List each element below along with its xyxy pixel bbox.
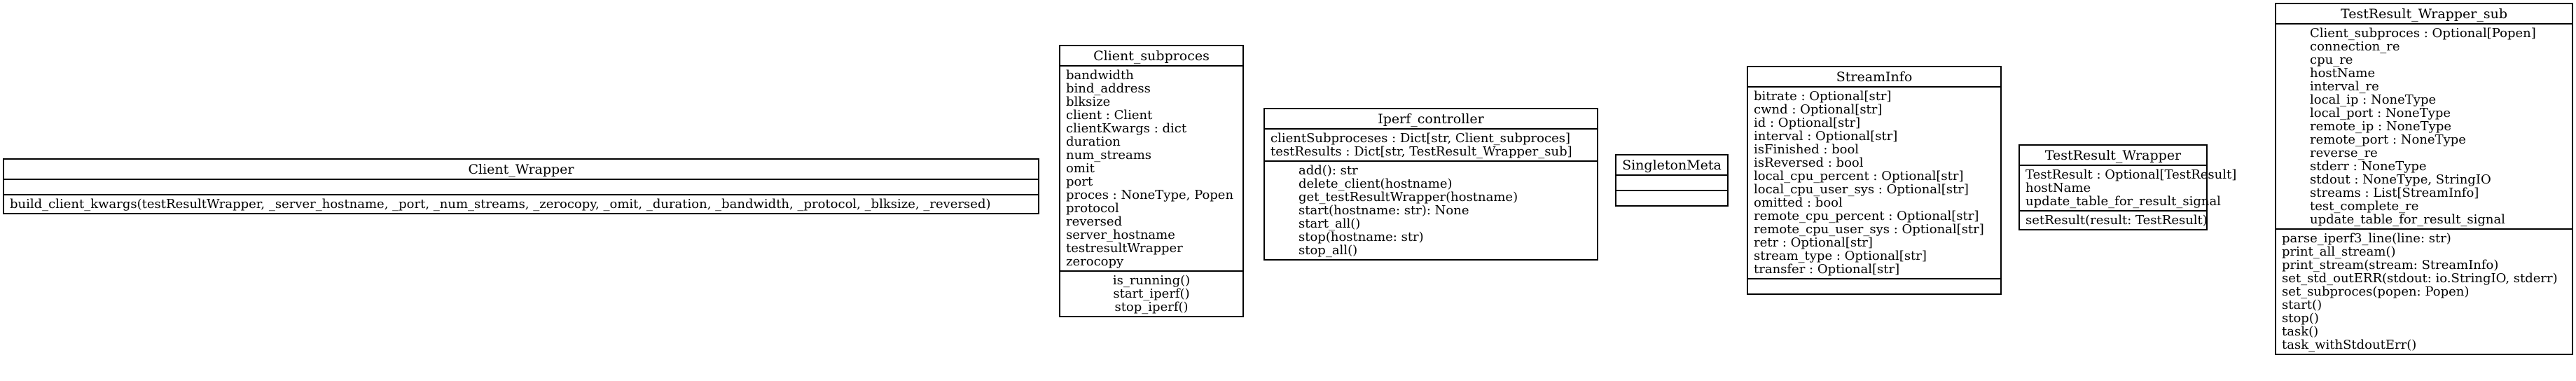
attribute: local_cpu_percent : Optional[str] bbox=[1754, 169, 1964, 183]
methods-section bbox=[1748, 279, 2000, 293]
attribute: client : Client bbox=[1066, 108, 1153, 123]
methods-section: add(): str delete_client(hostname) get_t… bbox=[1265, 162, 1597, 259]
attribute: port bbox=[1066, 174, 1093, 189]
attribute: omitted : bool bbox=[1754, 195, 1843, 210]
class-stream-info: StreamInfo bitrate : Optional[str] cwnd … bbox=[1747, 66, 2002, 295]
attribute: bandwidth bbox=[1066, 68, 1134, 83]
class-name: Client_Wrapper bbox=[4, 160, 1038, 180]
method: print_stream(stream: StreamInfo) bbox=[2282, 258, 2499, 272]
method: print_all_stream() bbox=[2282, 244, 2396, 259]
method: stop_iperf() bbox=[1114, 300, 1189, 314]
attribute: clientSubproceses : Dict[str, Client_sub… bbox=[1270, 131, 1570, 146]
attribute: local_port : NoneType bbox=[2310, 106, 2451, 120]
class-singleton-meta: SingletonMeta bbox=[1615, 154, 1729, 207]
attributes-section bbox=[4, 180, 1038, 195]
class-name: StreamInfo bbox=[1748, 67, 2000, 88]
attribute: interval_re bbox=[2310, 79, 2379, 94]
method: start_iperf() bbox=[1113, 286, 1190, 301]
attribute: stderr : NoneType bbox=[2310, 159, 2427, 174]
attribute: retr : Optional[str] bbox=[1754, 235, 1873, 250]
methods-section: setResult(result: TestResult) bbox=[2020, 212, 2208, 229]
class-name: Iperf_controller bbox=[1265, 109, 1597, 130]
attribute: Client_subproces : Optional[Popen] bbox=[2310, 26, 2536, 41]
attribute: test_complete_re bbox=[2310, 199, 2419, 214]
attribute: bitrate : Optional[str] bbox=[1754, 89, 1892, 104]
attribute: remote_port : NoneType bbox=[2310, 132, 2466, 147]
methods-section: is_running() start_iperf() stop_iperf() bbox=[1060, 272, 1242, 316]
attribute: hostName bbox=[2310, 66, 2376, 81]
method: build_client_kwargs(testResultWrapper, _… bbox=[10, 197, 991, 212]
class-client-wrapper: Client_Wrapper build_client_kwargs(testR… bbox=[3, 158, 1039, 214]
attribute: isFinished : bool bbox=[1754, 142, 1860, 157]
attribute: zerocopy bbox=[1066, 254, 1124, 269]
attribute: hostName bbox=[2026, 181, 2091, 195]
method: task_withStdoutErr() bbox=[2282, 338, 2417, 352]
attribute: protocol bbox=[1066, 201, 1119, 216]
attributes-section: bitrate : Optional[str] cwnd : Optional[… bbox=[1748, 88, 2000, 279]
method: set_subproces(popen: Popen) bbox=[2282, 284, 2470, 299]
attribute: TestResult : Optional[TestResult] bbox=[2026, 167, 2237, 182]
method: get_testResultWrapper(hostname) bbox=[1299, 190, 1518, 205]
attribute: interval : Optional[str] bbox=[1754, 129, 1898, 144]
attribute: clientKwargs : dict bbox=[1066, 121, 1187, 136]
methods-section bbox=[1616, 191, 1727, 205]
attribute: duration bbox=[1066, 134, 1121, 149]
class-testresult-wrapper: TestResult_Wrapper TestResult : Optional… bbox=[2018, 144, 2237, 230]
attribute: reversed bbox=[1066, 214, 1123, 229]
attributes-section: clientSubproceses : Dict[str, Client_sub… bbox=[1265, 130, 1597, 162]
method: delete_client(hostname) bbox=[1299, 176, 1453, 191]
attribute: streams : List[StreamInfo] bbox=[2310, 186, 2479, 200]
attribute: remote_cpu_user_sys : Optional[str] bbox=[1754, 222, 1984, 237]
methods-section: parse_iperf3_line(line: str) print_all_s… bbox=[2276, 230, 2572, 354]
method: stop() bbox=[2282, 311, 2319, 326]
attribute: bind_address bbox=[1066, 81, 1151, 96]
attribute: transfer : Optional[str] bbox=[1754, 262, 1900, 277]
method: start_all() bbox=[1299, 216, 1361, 231]
attributes-section: Client_subproces : Optional[Popen] conne… bbox=[2276, 25, 2572, 230]
attribute: server_hostname bbox=[1066, 228, 1175, 242]
attribute: omit bbox=[1066, 161, 1095, 176]
attribute: local_cpu_user_sys : Optional[str] bbox=[1754, 182, 1969, 197]
attribute: cpu_re bbox=[2310, 53, 2353, 67]
method: setResult(result: TestResult) bbox=[2026, 213, 2208, 228]
method: stop_all() bbox=[1299, 243, 1358, 258]
attribute: blksize bbox=[1066, 95, 1111, 109]
attribute: stdout : NoneType, StringIO bbox=[2310, 172, 2491, 187]
attributes-section: TestResult : Optional[TestResult] hostNa… bbox=[2020, 166, 2237, 212]
class-name: TestResult_Wrapper_sub bbox=[2276, 4, 2572, 25]
attribute: update_table_for_result_signal bbox=[2026, 194, 2221, 209]
method: start(hostname: str): None bbox=[1299, 203, 1469, 218]
method: start() bbox=[2282, 298, 2322, 312]
attributes-section bbox=[1616, 176, 1727, 191]
attributes-section: bandwidth bind_address blksize client : … bbox=[1060, 67, 1242, 272]
attribute: id : Optional[str] bbox=[1754, 116, 1861, 130]
attribute: testResults : Dict[str, TestResult_Wrapp… bbox=[1270, 144, 1572, 159]
class-iperf-controller: Iperf_controller clientSubproceses : Dic… bbox=[1263, 108, 1598, 261]
attribute: remote_ip : NoneType bbox=[2310, 119, 2452, 134]
attribute: proces : NoneType, Popen bbox=[1066, 188, 1234, 202]
attribute: stream_type : Optional[str] bbox=[1754, 249, 1927, 263]
class-name: Client_subproces bbox=[1060, 46, 1242, 67]
attribute: update_table_for_result_signal bbox=[2310, 212, 2505, 227]
attribute: cwnd : Optional[str] bbox=[1754, 102, 1883, 117]
attribute: num_streams bbox=[1066, 148, 1152, 162]
method: parse_iperf3_line(line: str) bbox=[2282, 231, 2451, 246]
attribute: isReversed : bool bbox=[1754, 155, 1864, 170]
method: set_std_outERR(stdout: io.StringIO, stde… bbox=[2282, 271, 2558, 286]
method: task() bbox=[2282, 324, 2319, 339]
attribute: reverse_re bbox=[2310, 146, 2378, 160]
method: stop(hostname: str) bbox=[1299, 230, 1424, 244]
class-name: SingletonMeta bbox=[1616, 155, 1727, 176]
attribute: local_ip : NoneType bbox=[2310, 92, 2437, 107]
method: is_running() bbox=[1112, 273, 1191, 288]
attribute: testresultWrapper bbox=[1066, 241, 1183, 256]
attribute: connection_re bbox=[2310, 39, 2400, 54]
method: add(): str bbox=[1299, 163, 1358, 178]
class-name: TestResult_Wrapper bbox=[2020, 146, 2206, 166]
class-testresult-wrapper-sub: TestResult_Wrapper_sub Client_subproces … bbox=[2275, 3, 2573, 355]
attribute: remote_cpu_percent : Optional[str] bbox=[1754, 209, 1979, 223]
class-client-subproces: Client_subproces bandwidth bind_address … bbox=[1059, 45, 1244, 317]
methods-section: build_client_kwargs(testResultWrapper, _… bbox=[4, 195, 1038, 213]
